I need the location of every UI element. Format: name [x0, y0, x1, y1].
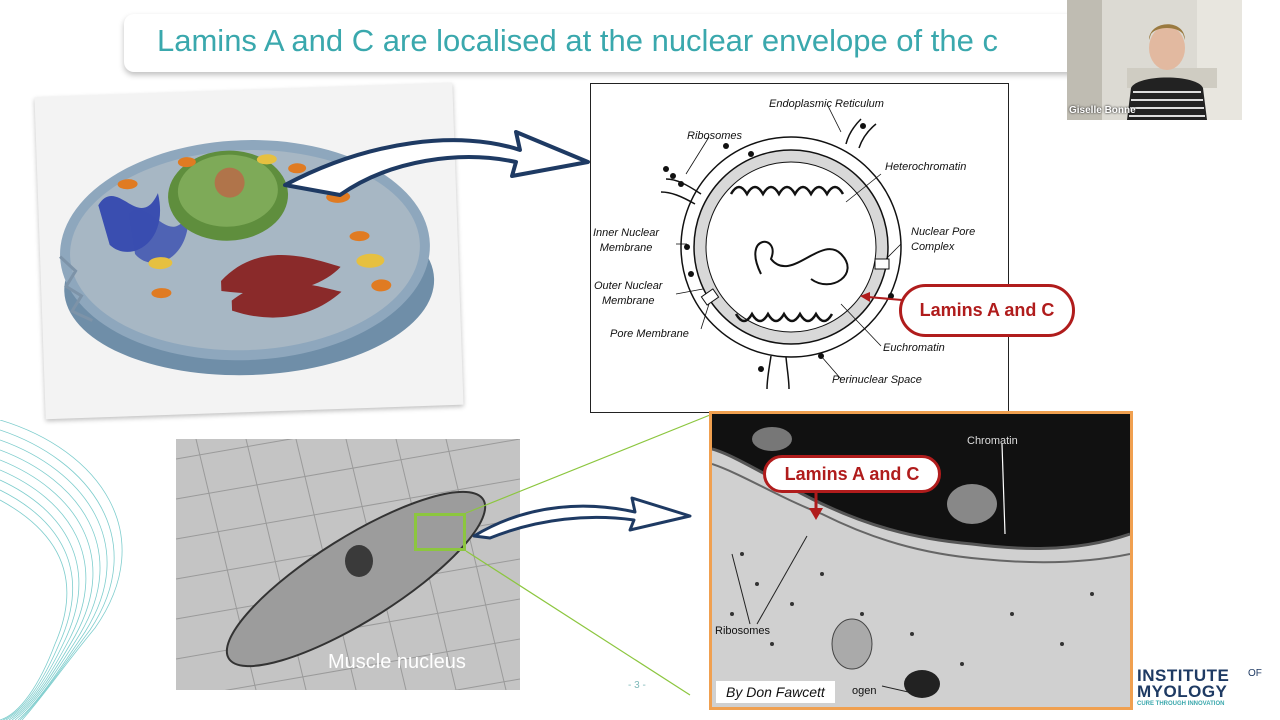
zoom-lines: [465, 414, 711, 696]
label-nuclear-pore-complex: Nuclear Pore Complex: [911, 226, 976, 253]
label-endoplasmic-reticulum: Endoplasmic Reticulum: [769, 98, 884, 110]
micrograph-to-em-arrow: [472, 496, 692, 540]
logo-tagline: CURE THROUGH INNOVATION: [1137, 701, 1225, 707]
logo-of: OF: [1248, 668, 1262, 679]
zoom-region-box: [414, 513, 466, 551]
micrograph-texture: [176, 439, 520, 690]
em-label-ogen: ogen: [852, 685, 877, 697]
diagram-callout-arrow: [860, 292, 903, 302]
institute-of-myology-logo: INSTITUTE OF MYOLOGY CURE THROUGH INNOVA…: [1137, 666, 1277, 712]
page-number: - 3 -: [628, 680, 646, 691]
cell-illustration: [34, 82, 464, 420]
participant-name: Giselle Bonne: [1069, 105, 1136, 116]
em-label-ribosomes: Ribosomes: [715, 625, 771, 637]
nucleus-schematic: [660, 103, 902, 390]
teal-swirl-decoration: [0, 420, 123, 720]
label-outer-nuclear-membrane: Outer Nuclear Membrane: [594, 280, 663, 307]
logo-line-1: INSTITUTE: [1137, 666, 1230, 685]
em-label-chromatin: Chromatin: [967, 435, 1018, 447]
diagram-lamins-callout: Lamins A and C: [899, 284, 1075, 337]
muscle-micrograph: Muscle nucleus: [176, 439, 520, 690]
em-lamins-callout: Lamins A and C: [763, 455, 941, 493]
label-heterochromatin: Heterochromatin: [885, 161, 967, 173]
label-perinuclear-space: Perinuclear Space: [832, 374, 922, 386]
cell-to-diagram-arrow: [283, 130, 590, 197]
label-inner-nuclear-membrane: Inner Nuclear Membrane: [593, 227, 660, 254]
participant-video-tile[interactable]: Giselle Bonne: [1067, 0, 1242, 120]
slide-title-box: Lamins A and C are localised at the nucl…: [124, 14, 1124, 72]
nuclear-envelope-diagram: Endoplasmic Reticulum Ribosomes Heteroch…: [590, 83, 1009, 413]
label-euchromatin: Euchromatin: [883, 342, 945, 354]
em-callout-arrow: [809, 492, 823, 520]
cell-illustration-graphic: [59, 140, 435, 376]
em-credit: By Don Fawcett: [716, 681, 835, 703]
muscle-nucleus-label: Muscle nucleus: [328, 651, 466, 673]
slide-title: Lamins A and C are localised at the nucl…: [157, 23, 998, 58]
logo-line-2: MYOLOGY: [1137, 682, 1228, 701]
label-ribosomes: Ribosomes: [687, 130, 743, 142]
participant-video-frame: [1067, 0, 1242, 120]
label-pore-membrane: Pore Membrane: [610, 328, 689, 340]
